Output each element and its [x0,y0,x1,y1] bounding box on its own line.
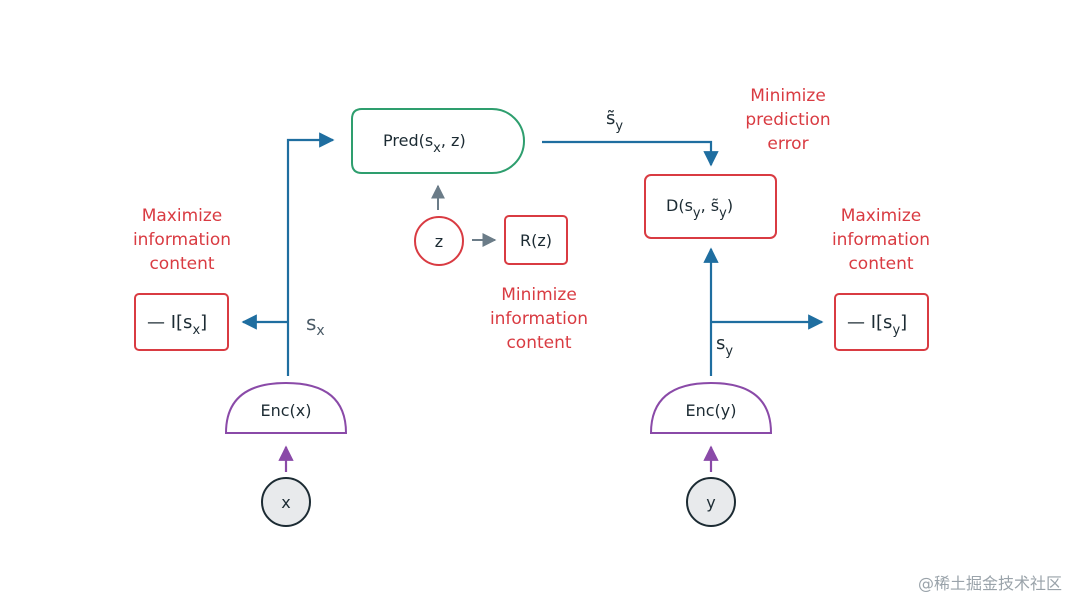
edge-label-sy: sy [716,333,733,359]
d-mid: , s̃ [701,196,720,215]
watermark: @稀土掘金技术社区 [917,574,1062,593]
info-y-sub: y [892,323,900,338]
svg-text:Pred(sx, z): Pred(sx, z) [383,131,466,156]
enc-y-node: Enc(y) [649,381,773,434]
svg-text:information: information [832,230,930,250]
pred-sub: x [433,141,441,156]
info-x-node: — I[sx] [134,293,229,351]
svg-text:Minimize: Minimize [501,285,577,305]
svg-text:information: information [133,230,231,250]
y-text: y [706,493,715,512]
d-sub1: y [693,206,701,221]
annotation-max-info-left: Maximize information content [133,206,231,274]
sy-tilde-text: s̃ [606,108,615,129]
arrow-sx-to-pred [286,132,335,376]
arrow-pred-to-d [542,140,719,167]
annotation-min-pred: Minimize prediction error [745,86,830,154]
pred-tail: , z) [441,131,466,150]
annotation-min-info: Minimize information content [490,285,588,353]
rz-text: R(z) [520,231,552,250]
x-input-node: x [261,477,311,527]
pred-node: Pred(sx, z) [351,108,525,174]
info-x-text: — I[s [147,312,192,333]
svg-text:error: error [767,134,808,154]
edge-label-sy-tilde: s̃y [606,108,623,134]
svg-text:content: content [149,254,214,274]
y-input-node: y [686,477,736,527]
svg-text:content: content [506,333,571,353]
info-x-tail: ] [200,312,207,333]
info-y-tail: ] [900,312,907,333]
svg-text:information: information [490,309,588,329]
enc-x-text: Enc(x) [261,401,312,420]
sx-text: s [306,311,316,335]
x-text: x [281,493,290,512]
d-sub2: y [719,206,727,221]
svg-text:Maximize: Maximize [142,206,223,226]
pred-text: Pred(s [383,131,433,150]
info-x-sub: x [192,323,200,338]
edge-label-sx: sx [306,311,325,339]
svg-text:— I[sy]: — I[sy] [847,312,907,338]
svg-text:— I[sx]: — I[sx] [147,312,207,338]
rz-node: R(z) [504,215,568,265]
d-tail: ) [727,196,733,215]
annotation-max-info-right: Maximize information content [832,206,930,274]
sy-tilde-sub: y [615,119,623,134]
svg-text:D(sy, s̃y): D(sy, s̃y) [666,196,733,221]
svg-text:prediction: prediction [745,110,830,130]
svg-text:Minimize: Minimize [750,86,826,106]
d-text: D(s [666,196,693,215]
z-text: z [435,232,443,251]
info-y-node: — I[sy] [834,293,929,351]
sy-text: s [716,333,725,354]
enc-y-text: Enc(y) [686,401,737,420]
z-node: z [414,216,464,266]
info-y-text: — I[s [847,312,892,333]
sy-sub: y [725,344,733,359]
enc-x-node: Enc(x) [224,381,348,434]
svg-text:Maximize: Maximize [841,206,922,226]
distance-node: D(sy, s̃y) [644,174,777,239]
svg-text:content: content [848,254,913,274]
sx-sub: x [316,323,324,339]
